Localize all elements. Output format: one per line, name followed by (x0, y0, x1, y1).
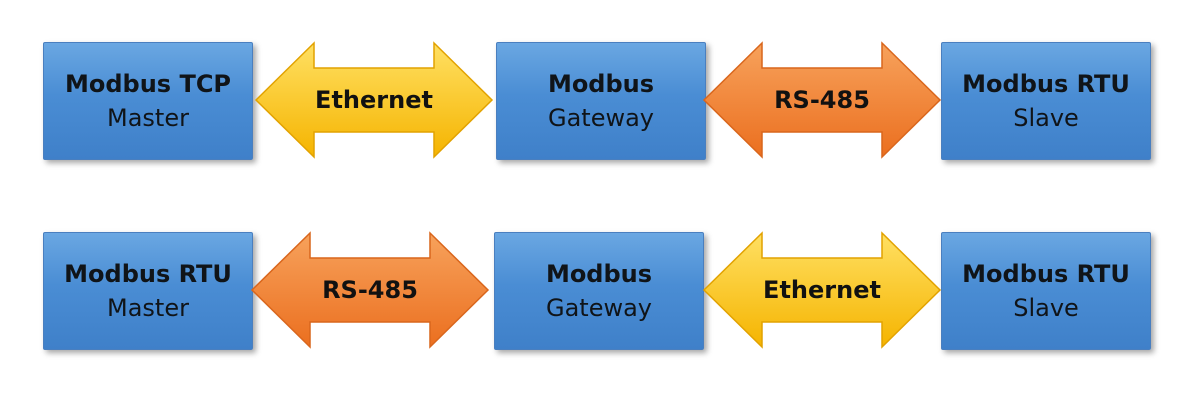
double-arrow: RS-485 (702, 40, 942, 160)
box-subtitle: Slave (1013, 294, 1079, 322)
double-arrow: Ethernet (254, 40, 494, 160)
right-box: Modbus RTU Slave (941, 232, 1151, 350)
box-subtitle: Gateway (545, 294, 653, 322)
box-subtitle: Gateway (547, 104, 655, 132)
left-box: Modbus RTU Master (43, 232, 253, 350)
box-title: Modbus RTU (962, 70, 1130, 98)
double-arrow-icon (250, 231, 490, 349)
box-subtitle: Slave (1013, 104, 1079, 132)
middle-box: Modbus Gateway (496, 42, 706, 160)
diagram-row-2: Modbus RTU Master RS-485 Modbus Gateway (0, 230, 1200, 360)
box-title: Modbus (547, 70, 655, 98)
arrow-label: RS-485 (322, 276, 418, 304)
double-arrow: RS-485 (250, 230, 490, 350)
box-title: Modbus TCP (64, 70, 232, 98)
box-title: Modbus RTU (64, 260, 232, 288)
left-box: Modbus TCP Master (43, 42, 253, 160)
box-subtitle: Master (107, 294, 189, 322)
double-arrow-icon (702, 231, 942, 349)
right-box: Modbus RTU Slave (941, 42, 1151, 160)
box-subtitle: Master (107, 104, 189, 132)
arrow-label: Ethernet (315, 86, 433, 114)
arrow-label: RS-485 (774, 86, 870, 114)
double-arrow: Ethernet (702, 230, 942, 350)
box-title: Modbus (545, 260, 653, 288)
double-arrow-icon (254, 41, 494, 159)
box-title: Modbus RTU (962, 260, 1130, 288)
double-arrow-icon (702, 41, 942, 159)
arrow-label: Ethernet (763, 276, 881, 304)
middle-box: Modbus Gateway (494, 232, 704, 350)
diagram-row-1: Modbus TCP Master Ethernet Modbus Gatewa… (0, 40, 1200, 170)
